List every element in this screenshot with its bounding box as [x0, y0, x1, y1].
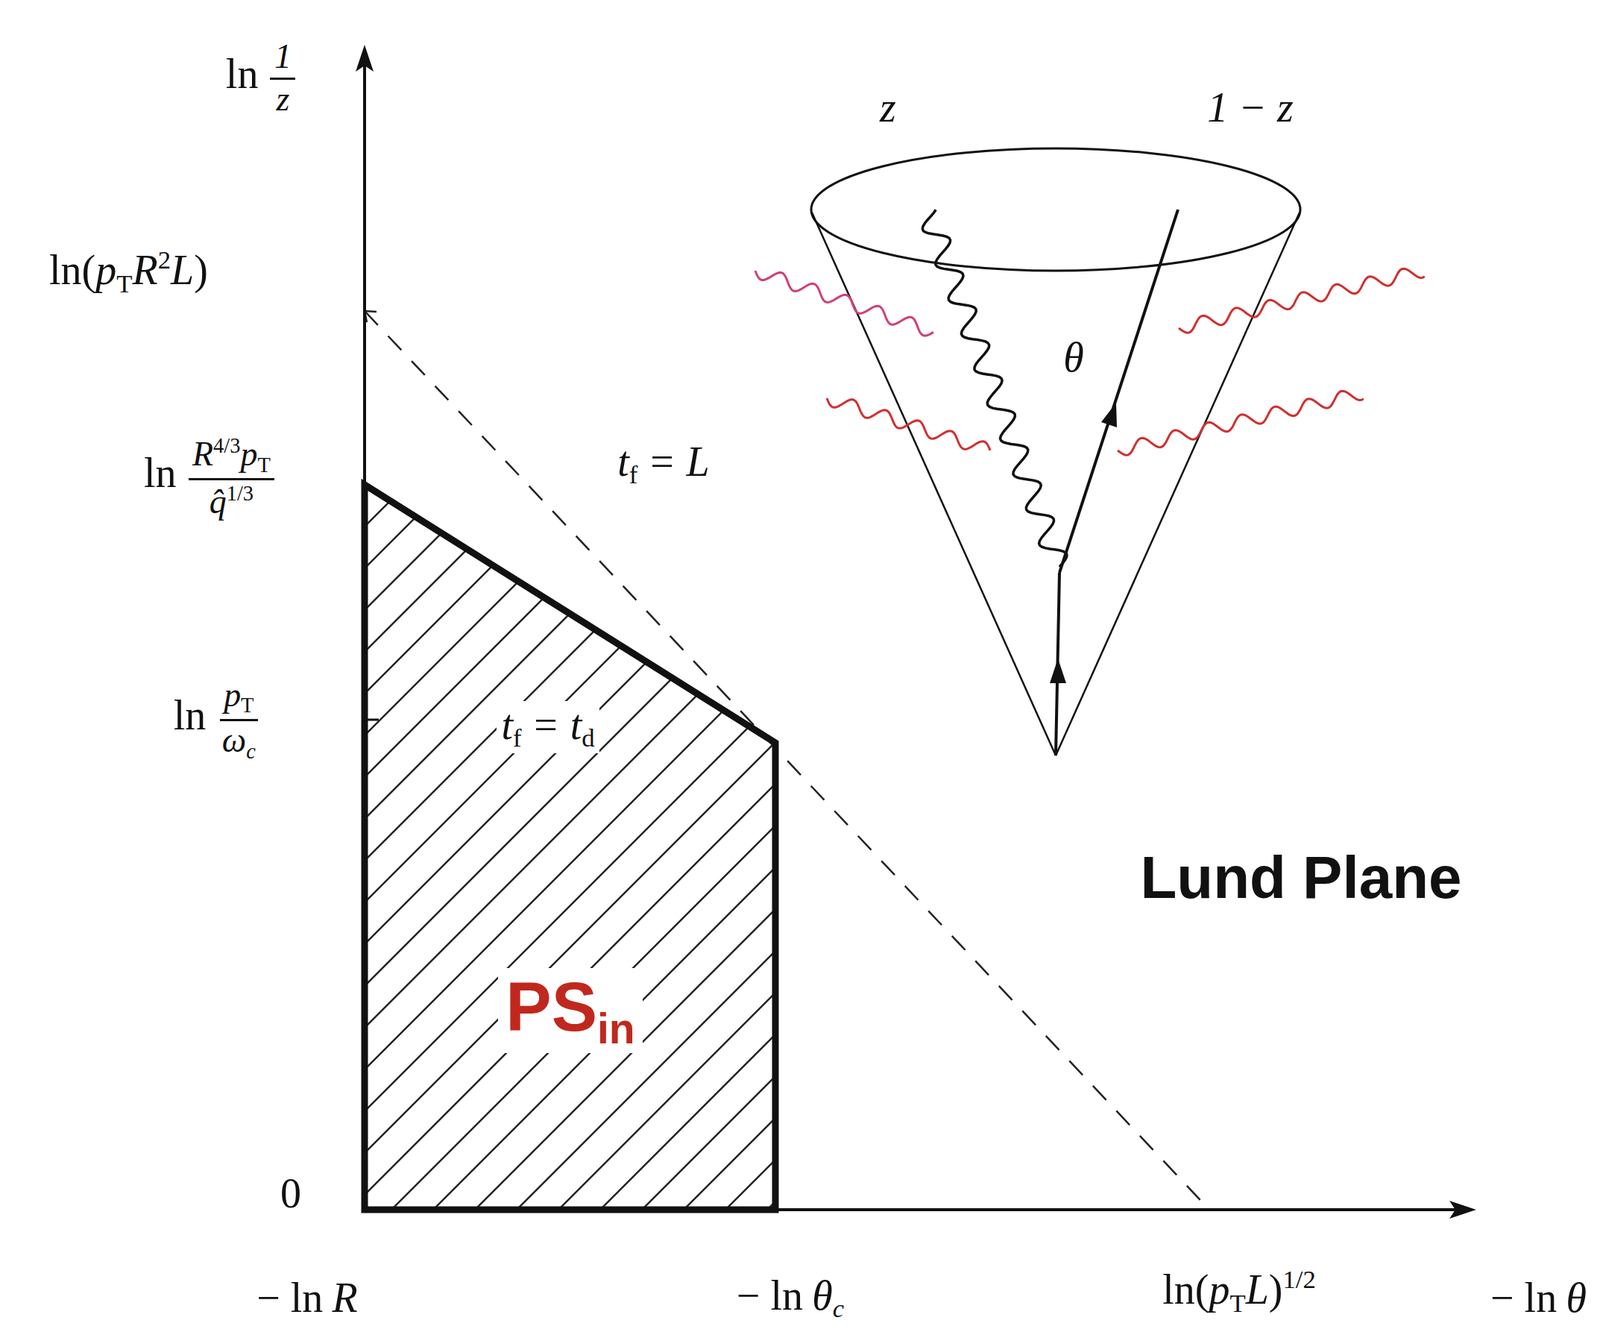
- math-symbol: p: [1208, 1265, 1230, 1313]
- math-symbol: d: [581, 723, 595, 753]
- dashed-line: [364, 310, 1210, 1210]
- tick-label: 0: [280, 1169, 302, 1217]
- tick-label: ln(pTL)1/2: [1162, 1264, 1316, 1318]
- math-symbol: t: [501, 701, 513, 748]
- axis-title: − lnθ: [1490, 1273, 1587, 1322]
- region-label-subscript: in: [597, 1004, 636, 1053]
- math-symbol: θ: [1565, 1274, 1587, 1321]
- math-symbol: c: [832, 1293, 844, 1323]
- numerator: R4/3pT: [188, 433, 276, 481]
- math-symbol: L: [1245, 1265, 1269, 1313]
- math-symbol: 0: [280, 1169, 302, 1217]
- math-symbol: − ln: [256, 1274, 323, 1321]
- math-symbol: ): [1268, 1265, 1284, 1313]
- math-symbol: p: [223, 675, 241, 714]
- math-symbol: q̂: [209, 482, 227, 521]
- fraction-label: 1 − z: [1207, 83, 1294, 132]
- math-symbol: 1/3: [226, 481, 254, 505]
- region-label: PSin: [498, 967, 642, 1054]
- math-symbol: L: [170, 246, 194, 294]
- math-symbol: ln: [225, 50, 259, 97]
- tick-label: − lnR: [256, 1273, 358, 1322]
- tick-label: lnR4/3pTq̂1/3: [143, 433, 278, 521]
- fraction: 1z: [269, 38, 296, 119]
- denominator: z: [272, 79, 294, 119]
- line-label: tf = L: [617, 437, 710, 490]
- quark-line: [1059, 209, 1179, 573]
- dashed-arrow-tip: [364, 310, 377, 323]
- math-symbol: c: [246, 739, 256, 763]
- math-symbol: t: [617, 438, 630, 485]
- medium-wave: [755, 270, 934, 336]
- math-symbol: =: [650, 438, 674, 485]
- math-symbol: − ln: [736, 1271, 803, 1319]
- medium-wave: [1178, 268, 1425, 333]
- numerator: 1: [269, 38, 296, 80]
- tick-label: ln(pTR2L): [49, 245, 209, 299]
- region-border: [364, 484, 776, 1210]
- numerator: pT: [219, 676, 258, 721]
- math-symbol: 1/2: [1282, 1264, 1316, 1294]
- region-label-main: PS: [505, 968, 598, 1045]
- denominator: ωc: [217, 720, 260, 764]
- math-symbol: T: [240, 693, 254, 717]
- math-symbol: f: [512, 723, 522, 753]
- math-symbol: f: [629, 460, 639, 490]
- math-symbol: − ln: [1490, 1274, 1557, 1321]
- math-symbol: z: [275, 79, 290, 118]
- plot-title: Lund Plane: [1139, 843, 1462, 912]
- quark-arrowhead: [1049, 658, 1067, 683]
- math-symbol: ω: [222, 720, 247, 759]
- math-symbol: t: [570, 701, 583, 748]
- math-symbol: 1 − z: [1207, 84, 1294, 131]
- math-symbol: ln(: [49, 246, 96, 294]
- math-symbol: 2: [158, 245, 171, 275]
- region-outline: [364, 484, 776, 1210]
- math-symbol: θ: [1063, 334, 1085, 381]
- cone-rim: [811, 148, 1301, 271]
- fraction-label: z: [879, 83, 897, 132]
- math-symbol: =: [533, 701, 558, 748]
- y-axis-arrowhead: [355, 44, 374, 72]
- math-symbol: R: [192, 434, 214, 473]
- x-axis-arrowhead: [1449, 1200, 1477, 1219]
- math-symbol: ln: [173, 691, 207, 739]
- cone-edge: [1055, 212, 1300, 756]
- tick-label: − lnθc: [736, 1271, 844, 1324]
- denominator: q̂1/3: [205, 480, 258, 521]
- math-symbol: R: [131, 246, 158, 294]
- math-symbol: ): [193, 246, 209, 294]
- axis-title: ln1z: [225, 38, 299, 119]
- math-symbol: T: [116, 269, 132, 299]
- math-symbol: T: [1229, 1288, 1246, 1318]
- math-symbol: ln: [143, 449, 177, 496]
- fraction: pTωc: [217, 676, 260, 763]
- hatch-fill: [364, 484, 776, 1210]
- angle-label: θ: [1063, 333, 1085, 381]
- math-symbol: 1: [274, 37, 292, 76]
- fraction: R4/3pTq̂1/3: [188, 433, 276, 521]
- hatched-region: PSin: [364, 484, 776, 1210]
- math-symbol: T: [257, 453, 270, 477]
- medium-wave: [826, 398, 991, 451]
- line-label: tf=td: [496, 700, 599, 754]
- math-symbol: L: [686, 438, 710, 485]
- math-symbol: z: [879, 84, 897, 131]
- math-symbol: p: [240, 434, 258, 473]
- math-symbol: 4/3: [213, 433, 241, 458]
- cone-edge: [811, 212, 1056, 756]
- math-symbol: ln(: [1162, 1265, 1209, 1313]
- gluon-line: [922, 209, 1067, 567]
- math-symbol: R: [332, 1274, 358, 1321]
- math-symbol: θ: [811, 1271, 833, 1319]
- quark-arrowhead: [1101, 402, 1117, 428]
- tick-label: lnpTωc: [173, 676, 263, 763]
- math-symbol: p: [95, 246, 117, 294]
- math-symbol: Lund Plane: [1139, 843, 1462, 911]
- medium-wave: [1117, 390, 1364, 455]
